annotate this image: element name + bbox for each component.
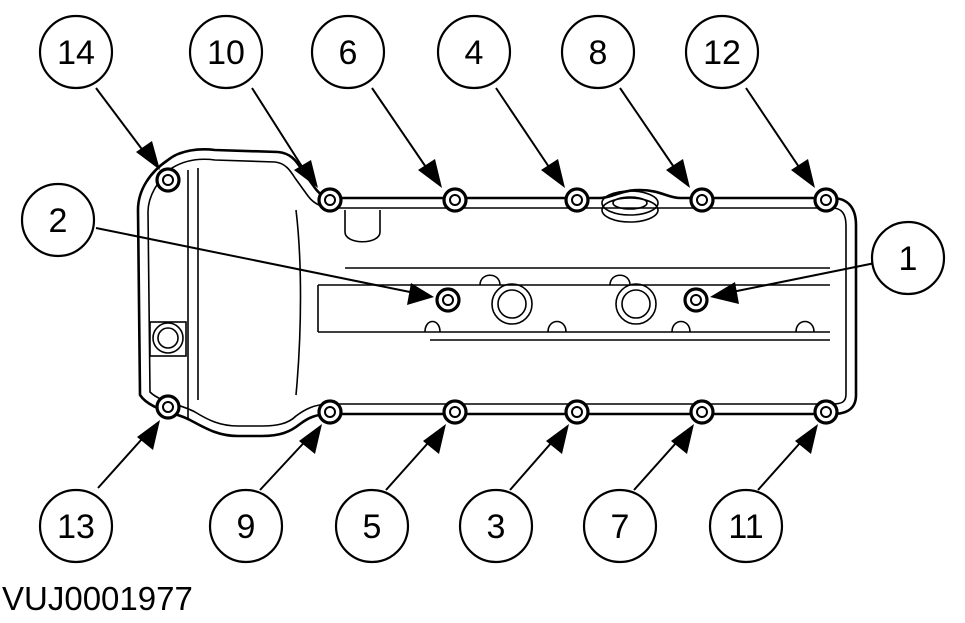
callout-10: 10 (188, 14, 264, 90)
leader-1 (710, 261, 881, 304)
callout-9: 9 (208, 488, 284, 564)
callout-13: 13 (38, 488, 114, 564)
bolt-7 (689, 399, 715, 425)
plug-tube-openings (149, 283, 657, 357)
callout-11: 11 (708, 488, 784, 564)
leader-9 (259, 424, 322, 491)
bolt-2 (435, 287, 461, 313)
leader-lines (95, 87, 881, 491)
bolts (155, 167, 839, 425)
callout-12-label: 12 (703, 34, 741, 72)
callout-13-label: 13 (57, 508, 95, 546)
bolt-13 (155, 394, 181, 420)
callout-3: 3 (458, 488, 534, 564)
leader-2 (95, 227, 434, 305)
bolt-1 (683, 287, 709, 313)
bolt-11 (813, 399, 839, 425)
bolt-12 (813, 187, 839, 213)
bolt-9 (317, 399, 343, 425)
bolt-10 (317, 187, 343, 213)
callout-6-label: 6 (339, 34, 358, 72)
bolt-6 (442, 187, 468, 213)
callout-8-label: 8 (589, 34, 608, 72)
callout-5-label: 5 (363, 508, 382, 546)
leader-7 (633, 424, 694, 491)
callout-7-label: 7 (611, 508, 630, 546)
figure-reference-code: VUJ0001977 (2, 580, 193, 617)
leader-11 (757, 424, 818, 491)
callout-3-label: 3 (487, 508, 506, 546)
bolt-14 (155, 167, 181, 193)
callout-1: 1 (870, 220, 946, 296)
leader-4 (495, 87, 565, 188)
leader-12 (745, 87, 815, 188)
leader-13 (97, 420, 160, 489)
bolt-8 (689, 187, 715, 213)
leader-14 (95, 87, 160, 170)
callout-11-label: 11 (728, 508, 763, 546)
callout-4-label: 4 (465, 34, 484, 72)
leader-3 (509, 424, 569, 491)
callout-8: 8 (560, 14, 636, 90)
callout-12: 12 (684, 14, 760, 90)
leader-6 (371, 87, 442, 188)
callout-6: 6 (310, 14, 386, 90)
bolt-5 (442, 399, 468, 425)
callout-14-label: 14 (57, 34, 95, 72)
callout-10-label: 10 (207, 34, 245, 72)
valve-cover-outline (136, 148, 858, 438)
callout-14: 14 (38, 14, 114, 90)
callout-2: 2 (20, 182, 96, 258)
leader-5 (385, 424, 446, 491)
bolt-4 (564, 187, 590, 213)
leader-10 (251, 87, 318, 188)
callout-2-label: 2 (49, 202, 68, 240)
callout-9-label: 9 (237, 508, 256, 546)
leader-8 (619, 87, 690, 188)
callouts: 14 10 6 4 8 12 2 1 13 9 5 3 7 11 (20, 14, 946, 564)
callout-7: 7 (582, 488, 658, 564)
oil-filler-cap (601, 190, 659, 223)
callout-4: 4 (436, 14, 512, 90)
callout-5: 5 (334, 488, 410, 564)
bolt-3 (564, 399, 590, 425)
callout-1-label: 1 (899, 240, 918, 278)
